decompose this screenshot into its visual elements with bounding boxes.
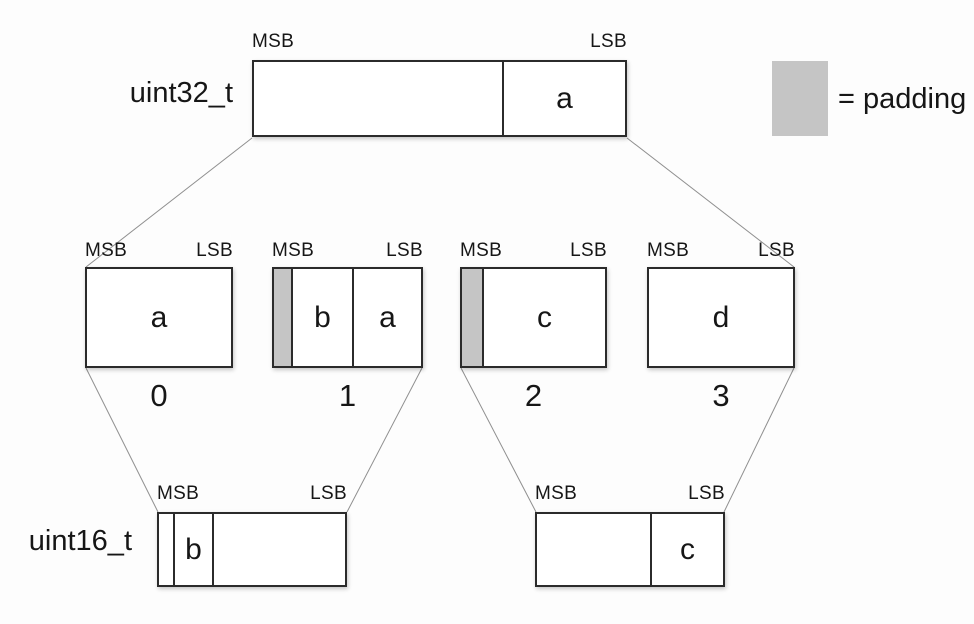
byte0-index-label: 0 xyxy=(150,378,168,413)
uint16-left-box: b xyxy=(157,512,347,587)
byte0-box: a xyxy=(85,267,233,368)
byte1-field-a-cell: a xyxy=(352,269,421,366)
byte3-box: d xyxy=(647,267,795,368)
byte1-index-label: 1 xyxy=(338,378,357,413)
connector-byte1-to-uint16-left xyxy=(346,367,423,513)
uint16-right-unused-cell xyxy=(537,514,650,585)
uint32-msb-label: MSB xyxy=(252,31,295,52)
uint32-bit-labels: MSB LSB xyxy=(252,32,627,51)
connector-uint32-to-byte0 xyxy=(85,137,253,268)
byte0-lsb-label: LSB xyxy=(196,240,233,261)
uint16-left-bit-labels: MSB LSB xyxy=(157,484,347,503)
byte2-index-label: 2 xyxy=(524,378,543,413)
byte1-padding-cell xyxy=(274,269,291,366)
connector-byte2-to-uint16-right xyxy=(460,367,537,513)
padding-swatch xyxy=(772,61,828,136)
uint16-right-msb-label: MSB xyxy=(535,483,578,504)
byte1-field-a-label: a xyxy=(379,300,396,334)
byte3-field-d-cell: d xyxy=(649,269,793,366)
padding-legend-label: = padding xyxy=(838,83,967,115)
byte1-field-b-label: b xyxy=(314,300,331,334)
byte2-field-c-cell: c xyxy=(482,269,605,366)
byte1-lsb-label: LSB xyxy=(386,240,423,261)
byte2-field-c-label: c xyxy=(537,300,552,334)
byte0-bit-labels: MSB LSB xyxy=(85,241,233,260)
uint16-right-bit-labels: MSB LSB xyxy=(535,484,725,503)
byte1-field-b-cell: b xyxy=(291,269,352,366)
connector-uint32-to-byte3 xyxy=(626,137,795,268)
connector-byte3-to-uint16-right xyxy=(723,367,795,513)
byte2-padding-cell xyxy=(462,269,482,366)
byte1-bit-labels: MSB LSB xyxy=(272,241,423,260)
uint16-left-lsb-label: LSB xyxy=(310,483,347,504)
byte3-msb-label: MSB xyxy=(647,240,690,261)
uint16-right-box: c xyxy=(535,512,725,587)
uint32-field-a-label: a xyxy=(556,81,573,115)
byte3-field-d-label: d xyxy=(712,300,730,334)
byte3-lsb-label: LSB xyxy=(758,240,795,261)
uint16-right-field-c-label: c xyxy=(680,532,695,566)
byte2-lsb-label: LSB xyxy=(570,240,607,261)
byte2-box: c xyxy=(460,267,607,368)
uint16-left-msb-label: MSB xyxy=(157,483,200,504)
byte0-field-a-cell: a xyxy=(87,269,231,366)
byte0-msb-label: MSB xyxy=(85,240,128,261)
connector-byte0-to-uint16-left xyxy=(85,367,159,513)
byte2-bit-labels: MSB LSB xyxy=(460,241,607,260)
byte1-msb-label: MSB xyxy=(272,240,315,261)
uint32-unused-cell xyxy=(254,62,502,135)
byte0-field-a-label: a xyxy=(150,300,168,334)
byte3-index-label: 3 xyxy=(712,378,730,413)
uint16-right-field-c-cell: c xyxy=(650,514,723,585)
uint32-box: a xyxy=(252,60,627,137)
byte2-msb-label: MSB xyxy=(460,240,503,261)
byte1-box: b a xyxy=(272,267,423,368)
uint32-field-a-cell: a xyxy=(502,62,625,135)
byte3-bit-labels: MSB LSB xyxy=(647,241,795,260)
uint16-right-lsb-label: LSB xyxy=(688,483,725,504)
uint32-type-label: uint32_t xyxy=(129,77,233,109)
uint16-type-label: uint16_t xyxy=(28,525,132,557)
uint16-left-unused-cell-2 xyxy=(212,514,345,585)
uint16-left-unused-cell-1 xyxy=(159,514,173,585)
uint16-left-field-b-cell: b xyxy=(173,514,212,585)
uint16-left-field-b-label: b xyxy=(185,532,202,566)
uint32-lsb-label: LSB xyxy=(590,31,627,52)
